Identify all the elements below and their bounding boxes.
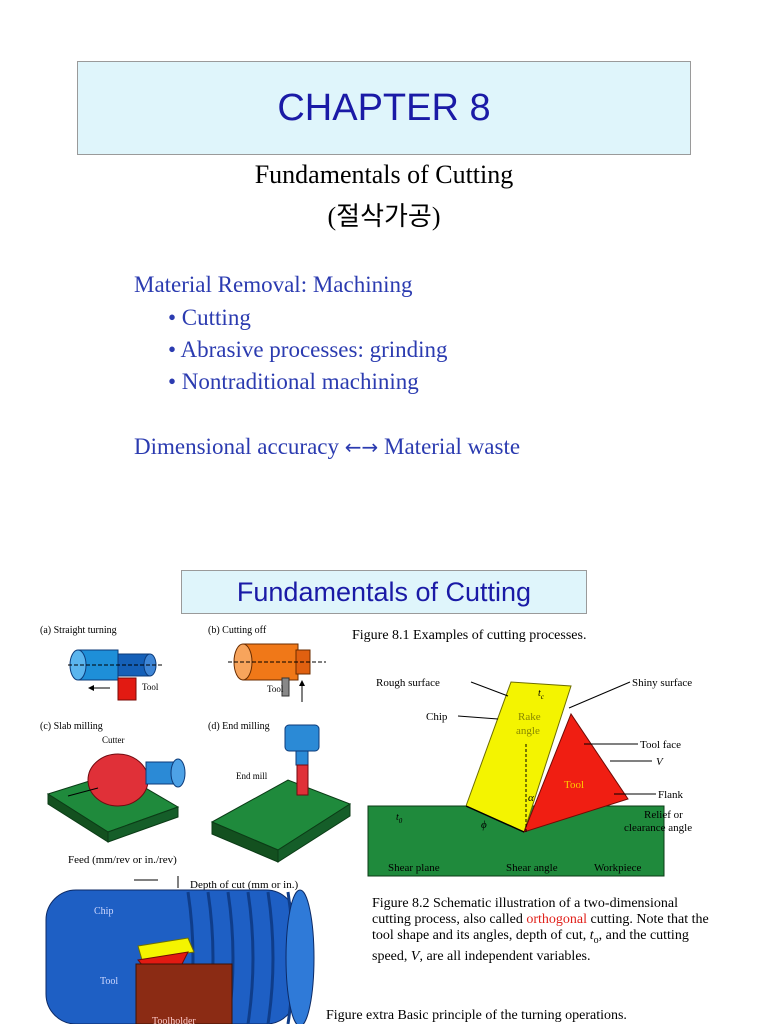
relief-label-2: clearance angle [624, 822, 692, 834]
tradeoff-right: Material waste [384, 434, 521, 459]
rake-angle-label-1: Rake [518, 711, 541, 723]
turning-figure-caption: Figure extra Basic principle of the turn… [326, 1008, 627, 1023]
panel-c-label: (c) Slab milling [40, 721, 103, 732]
orthogonal-cutting-diagram: Rough surface Shiny surface Chip Rake an… [367, 677, 692, 877]
turning-operation-illustration: Depth of cut (mm or in.) Chip Tool Toolh… [45, 876, 315, 1024]
shiny-surface-label: Shiny surface [632, 677, 692, 689]
tool-a-label: Tool [142, 682, 159, 692]
alpha-label: α [528, 792, 534, 804]
tool-label: Tool [564, 779, 584, 791]
chapter-title-box: CHAPTER 8 [77, 61, 691, 155]
bidirectional-arrow-icon: ←→ [344, 435, 379, 459]
cutting-process-examples: (a) Straight turning Tool (b) Cutting of… [40, 625, 352, 863]
orthogonal-term: orthogonal [526, 912, 587, 927]
relief-label-1: Relief or [644, 809, 683, 821]
turning-tool-label: Tool [100, 976, 118, 987]
chapter-title: CHAPTER 8 [277, 86, 491, 129]
bullet-nontraditional: • Nontraditional machining [168, 369, 419, 394]
panel-a-label: (a) Straight turning [40, 625, 117, 636]
toolholder-label: Toolholder [152, 1016, 196, 1024]
tradeoff-left: Dimensional accuracy [134, 434, 339, 459]
tool-face-label: Tool face [640, 739, 681, 751]
turning-chip-label: Chip [94, 906, 113, 917]
toolholder-block [135, 963, 233, 1024]
shear-angle-label: Shear angle [506, 862, 558, 874]
rough-surface-label: Rough surface [376, 677, 440, 689]
slide2-title-box: Fundamentals of Cutting [181, 570, 587, 614]
panel-b-label: (b) Cutting off [208, 625, 267, 636]
tradeoff-line: Dimensional accuracy ←→ Material waste [134, 434, 520, 460]
subtitle-line2: (절삭가공) [327, 202, 441, 231]
flank-label: Flank [658, 789, 684, 801]
feed-label: Feed (mm/rev or in./rev) [68, 854, 177, 866]
cutter-label: Cutter [102, 735, 125, 745]
t0-label: t0 [396, 812, 403, 825]
tool-shape [523, 712, 629, 833]
bullet-abrasive: • Abrasive processes: grinding [168, 337, 448, 362]
panel-d-label: (d) End milling [208, 721, 270, 732]
slide2-title: Fundamentals of Cutting [236, 576, 532, 607]
subtitle-line1: Fundamentals of Cutting [254, 160, 514, 189]
workpiece-label: Workpiece [594, 862, 641, 874]
depth-of-cut-label: Depth of cut (mm or in.) [190, 879, 298, 891]
figure-8-2-caption: Figure 8.2 Schematic illustration of a t… [372, 896, 709, 964]
phi-label: ϕ [481, 819, 487, 831]
bullet-cutting: • Cutting [168, 305, 251, 330]
rake-angle-label-2: angle [516, 725, 540, 737]
straight-turning-illustration [68, 649, 163, 701]
tool-b-label: Tool [267, 684, 284, 694]
turning-chip [137, 937, 195, 961]
tc-label: tc [538, 688, 545, 701]
velocity-label: V [656, 756, 664, 768]
end-milling-illustration [210, 724, 352, 863]
figure-8-1-caption: Figure 8.1 Examples of cutting processes… [352, 628, 587, 643]
section-heading: Material Removal: Machining [134, 272, 413, 297]
shear-plane-label: Shear plane [388, 862, 440, 874]
cutting-off-illustration [228, 643, 326, 702]
end-mill-label: End mill [236, 771, 268, 781]
chip-label: Chip [426, 711, 448, 723]
slab-milling-illustration [46, 753, 186, 843]
